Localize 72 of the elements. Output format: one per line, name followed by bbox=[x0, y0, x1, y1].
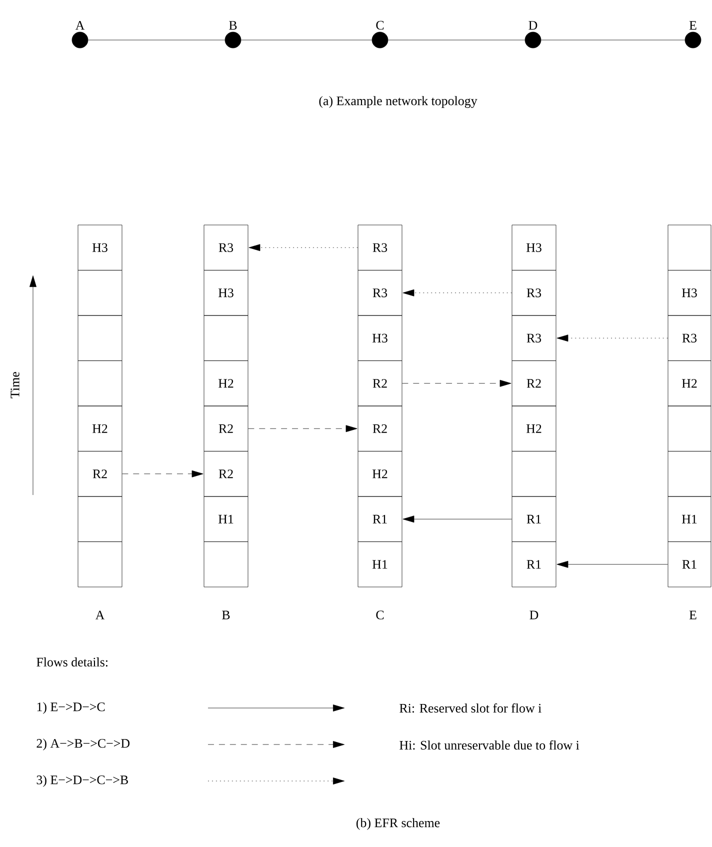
column-label: B bbox=[222, 610, 230, 620]
time-slot-cell bbox=[78, 315, 122, 361]
time-slot-cell: H3 bbox=[512, 224, 556, 270]
time-slot-cell bbox=[512, 451, 556, 497]
arrow bbox=[402, 516, 512, 523]
time-slot-cell bbox=[78, 496, 122, 542]
time-slot-cell bbox=[204, 315, 248, 361]
column-label: C bbox=[376, 610, 384, 620]
time-slot-cell bbox=[668, 406, 712, 452]
time-slot-cell bbox=[78, 270, 122, 316]
arrow bbox=[248, 425, 358, 432]
time-slot-cell: H3 bbox=[204, 270, 248, 316]
time-slot-cell: R3 bbox=[512, 270, 556, 316]
time-slot-cell bbox=[668, 451, 712, 497]
arrow bbox=[402, 289, 512, 296]
network-node: B bbox=[224, 21, 242, 48]
node-label: D bbox=[528, 21, 538, 30]
legend-text: 3) E−>D−>C−>B bbox=[36, 775, 128, 787]
network-node: E bbox=[684, 21, 702, 48]
legend-text: 1) E−>D−>C bbox=[37, 702, 105, 714]
column-label: A bbox=[95, 610, 105, 620]
time-slot-cell: H1 bbox=[358, 542, 402, 588]
time-slot-cell: H2 bbox=[358, 451, 402, 497]
legend-note: Ri: Reserved slot for flow i bbox=[400, 703, 542, 713]
time-slot-cell: R3 bbox=[358, 224, 402, 270]
time-slot-cell: H1 bbox=[668, 496, 712, 542]
time-slot-cell: R3 bbox=[358, 270, 402, 316]
time-slot-cell: R2 bbox=[358, 406, 402, 452]
time-slot-cell bbox=[204, 542, 248, 588]
time-slot-cell: R3 bbox=[668, 315, 712, 361]
time-slot-cell: R1 bbox=[512, 542, 556, 588]
time-slot-cell: R3 bbox=[204, 224, 248, 270]
arrow bbox=[556, 560, 668, 568]
time-slot-cell: H3 bbox=[78, 224, 122, 270]
heading: Flows details: bbox=[36, 657, 108, 667]
legend-text: 2) A−>B−>C−>D bbox=[36, 738, 130, 750]
time-slot-cell: R1 bbox=[358, 496, 402, 542]
time-slot-cell bbox=[668, 224, 712, 270]
time-slot-cell: R2 bbox=[358, 360, 402, 406]
legend-note: Hi: Slot unreservable due to flow i bbox=[400, 740, 580, 750]
time-slot-cell: R2 bbox=[512, 360, 556, 406]
time-slot-cell: H2 bbox=[512, 406, 556, 452]
axis-label: Time bbox=[10, 372, 20, 398]
time-slot-cell: H2 bbox=[668, 360, 712, 406]
time-slot-cell: H3 bbox=[358, 315, 402, 361]
node-label: B bbox=[229, 21, 237, 30]
time-slot-cell: R3 bbox=[512, 315, 556, 361]
node-label: C bbox=[376, 20, 384, 30]
column-label: E bbox=[689, 610, 696, 620]
time-slot-cell: R1 bbox=[668, 542, 712, 588]
caption: (b) EFR scheme bbox=[356, 818, 440, 830]
time-slot-cell bbox=[78, 542, 122, 588]
arrow bbox=[402, 380, 512, 387]
time-slot-cell: R1 bbox=[512, 496, 556, 542]
arrow bbox=[122, 470, 204, 478]
time-slot-cell bbox=[78, 360, 122, 406]
node-label: A bbox=[75, 21, 85, 30]
time-slot-cell: R2 bbox=[78, 451, 122, 497]
arrow bbox=[248, 244, 358, 252]
network-node: A bbox=[72, 21, 88, 48]
network-node: D bbox=[524, 21, 542, 48]
time-slot-cell: H1 bbox=[204, 496, 248, 542]
column-label: D bbox=[530, 610, 538, 620]
time-slot-cell: H2 bbox=[78, 406, 122, 452]
arrow bbox=[556, 334, 668, 342]
time-slot-cell: H2 bbox=[204, 360, 248, 406]
network-node: C bbox=[372, 20, 388, 48]
time-slot-cell: R2 bbox=[204, 451, 248, 497]
node-label: E bbox=[689, 21, 696, 30]
caption: (a) Example network topology bbox=[319, 96, 478, 108]
time-slot-cell: R2 bbox=[204, 406, 248, 452]
time-slot-cell: H3 bbox=[668, 270, 712, 316]
